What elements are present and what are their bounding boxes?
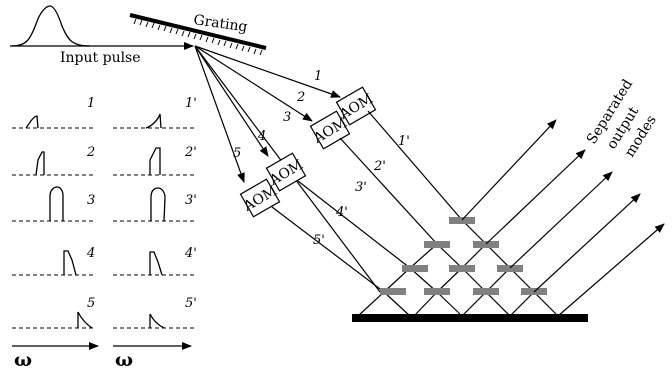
beam-splitter	[449, 265, 475, 272]
beam-5-label: 5	[233, 146, 241, 161]
beam-1-out-label: 1'	[398, 134, 410, 149]
output-arrow-5	[557, 223, 665, 317]
grating: Grating	[129, 12, 267, 56]
beam-2-label: 2	[296, 90, 305, 105]
beam-2-out-label: 2'	[373, 159, 386, 174]
spectrum-shape	[77, 311, 93, 329]
beam-5-out-label: 5'	[313, 233, 325, 248]
svg-text:4': 4'	[184, 246, 197, 261]
beam-2-in	[194, 45, 313, 122]
spectrum-left-4: 4	[12, 246, 95, 276]
aom-5-box	[239, 178, 281, 218]
output-arrows	[461, 119, 665, 317]
spectrum-right-3: 3'	[113, 187, 197, 222]
grating-bar	[129, 13, 267, 50]
beam-splitter	[449, 217, 475, 224]
svg-text:2': 2'	[184, 145, 197, 160]
spectrum-left-2: 2	[12, 145, 95, 176]
beam-splitter	[424, 241, 450, 248]
beam-4-out	[297, 180, 411, 269]
spectrum-right-1: 1'	[113, 96, 197, 129]
spectrum-shape	[149, 251, 163, 276]
spectrum-right-4: 4'	[113, 246, 197, 276]
aom-1-box	[335, 86, 377, 126]
svg-text:3': 3'	[185, 193, 197, 208]
beam-2-out	[339, 137, 438, 245]
spectrum-shape	[49, 186, 64, 221]
spectra-right: 1' 2' 3' 4' 5' ω	[113, 96, 197, 371]
input-pulse-shape	[11, 5, 91, 47]
omega-right-label: ω	[115, 349, 133, 371]
spectrum-shape	[149, 147, 161, 175]
svg-text:1: 1	[87, 96, 95, 111]
aom-4-box	[265, 152, 307, 192]
beam-5-out	[271, 206, 385, 293]
spectrum-shape	[25, 115, 39, 129]
svg-text:5': 5'	[185, 296, 197, 311]
beam-3-label: 3	[283, 110, 291, 125]
grating-label: Grating	[192, 12, 248, 35]
beam-5-in	[194, 45, 245, 183]
beam-splitter	[473, 241, 499, 248]
spectrum-left-5: 5	[12, 296, 95, 329]
spectra-left: 1 2 3 4 5 ω	[12, 96, 99, 371]
spectrum-shape	[145, 113, 162, 129]
output-modes-label: Separated output modes	[584, 77, 660, 161]
spectrum-left-1: 1	[12, 96, 95, 129]
svg-text:5: 5	[87, 296, 95, 311]
input-pulse-label: Input pulse	[60, 50, 141, 66]
spectrum-shape	[149, 313, 165, 329]
beam-3-out-label: 3'	[355, 180, 367, 195]
beam-4-label: 4	[257, 129, 266, 144]
beam-splitter	[380, 288, 406, 295]
svg-text:2: 2	[86, 145, 95, 160]
output-arrow-4	[533, 193, 641, 293]
beam-1-out	[367, 110, 463, 221]
output-arrow-1	[461, 119, 557, 221]
beam-splitter	[402, 265, 428, 272]
beam-4: 4 AOM 4'	[194, 45, 411, 269]
svg-text:3: 3	[87, 193, 95, 208]
aom-2-box	[309, 110, 351, 150]
beam-1-in	[194, 45, 341, 98]
spectrum-shape	[63, 250, 77, 276]
beam-splitter	[497, 265, 523, 272]
beam-splitter	[473, 288, 499, 295]
spectrum-right-5: 5'	[113, 296, 197, 329]
svg-text:1': 1'	[185, 96, 197, 111]
beam-4-out-label: 4'	[335, 205, 348, 220]
spectrum-shape	[35, 151, 45, 176]
spectrum-shape	[150, 187, 166, 222]
beam-1-label: 1	[314, 69, 322, 84]
beam-4-in	[194, 45, 269, 157]
beam-2: 2 AOM 2'	[194, 45, 438, 245]
beam-splitter	[424, 288, 450, 295]
bottom-mirror	[352, 314, 588, 322]
spectrum-right-2: 2'	[113, 145, 197, 176]
spectrum-left-3: 3	[12, 186, 95, 222]
grating-ticks	[133, 18, 263, 56]
omega-left-label: ω	[14, 349, 32, 371]
output-arrow-2	[485, 149, 586, 245]
output-arrow-3	[509, 171, 613, 269]
svg-text:4: 4	[86, 246, 95, 261]
input-pulse: Input pulse	[10, 5, 194, 66]
